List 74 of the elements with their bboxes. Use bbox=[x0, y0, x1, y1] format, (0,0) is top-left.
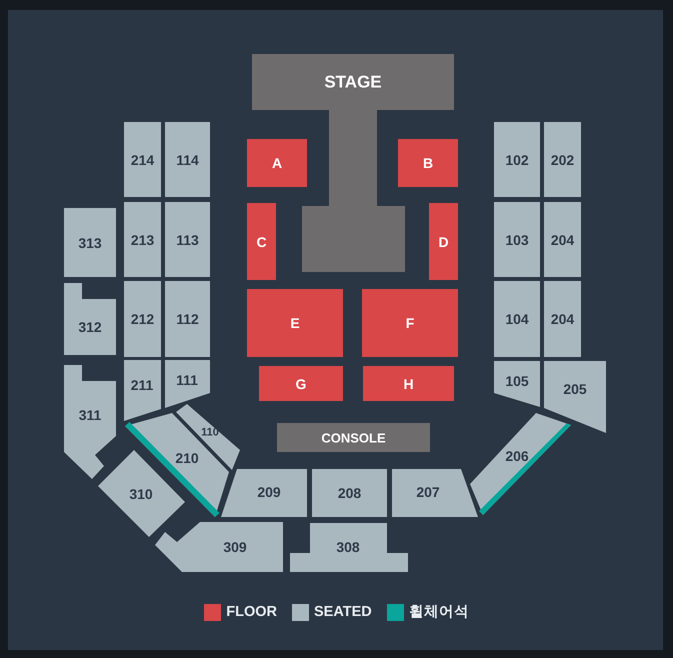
seating-section bbox=[312, 469, 387, 517]
section-label: 103 bbox=[505, 232, 529, 246]
seating-section bbox=[165, 122, 210, 197]
floor-section bbox=[247, 203, 276, 280]
section-label: 214 bbox=[130, 152, 154, 166]
seating-section bbox=[221, 469, 307, 517]
section-label: 208 bbox=[338, 486, 362, 500]
seating-section bbox=[64, 365, 116, 479]
seating-section bbox=[64, 283, 116, 355]
floor-section bbox=[247, 139, 307, 187]
seating-section bbox=[124, 281, 161, 357]
legend-label: SEATED bbox=[314, 605, 372, 620]
section-label: F bbox=[406, 316, 414, 330]
seating-section bbox=[494, 202, 540, 277]
seating-section bbox=[124, 122, 161, 197]
section-label: 312 bbox=[78, 320, 102, 334]
seating-section bbox=[544, 361, 606, 433]
section-label: H bbox=[403, 376, 414, 390]
section-label: 204 bbox=[550, 232, 574, 246]
section-label: 105 bbox=[505, 374, 529, 388]
section-label: 202 bbox=[550, 152, 574, 166]
section-label: 310 bbox=[129, 487, 153, 501]
section-label: A bbox=[272, 156, 282, 170]
seating-section bbox=[124, 202, 161, 277]
seating-section bbox=[155, 522, 283, 572]
floor-section bbox=[247, 289, 343, 357]
section-label: C bbox=[256, 234, 267, 248]
seating-section bbox=[124, 360, 161, 421]
section-label: 205 bbox=[563, 382, 587, 396]
seating-section bbox=[165, 360, 210, 408]
section-label: 213 bbox=[130, 232, 154, 246]
seating-section bbox=[494, 281, 540, 357]
seating-section bbox=[165, 281, 210, 357]
section-label: 313 bbox=[78, 236, 102, 250]
seating-section bbox=[544, 202, 581, 277]
section-label: 210 bbox=[175, 451, 199, 465]
seating-section bbox=[64, 208, 116, 277]
section-label: 308 bbox=[336, 540, 360, 554]
section-label: 309 bbox=[223, 540, 247, 554]
section-label: 209 bbox=[257, 485, 281, 499]
seating-section bbox=[176, 404, 240, 470]
floor-section bbox=[398, 139, 458, 187]
seating-section bbox=[165, 202, 210, 277]
section-label: 114 bbox=[176, 152, 199, 166]
section-label: 211 bbox=[130, 378, 154, 392]
seating-section bbox=[290, 523, 408, 572]
section-label: 212 bbox=[130, 312, 154, 326]
console-area bbox=[277, 423, 430, 452]
section-label: G bbox=[296, 376, 306, 390]
seating-section bbox=[494, 361, 540, 407]
seating-section bbox=[494, 122, 540, 197]
section-label: D bbox=[438, 234, 449, 248]
section-label: 111 bbox=[176, 373, 198, 387]
section-label: 311 bbox=[78, 408, 102, 422]
floor-section bbox=[259, 366, 343, 401]
seating-section bbox=[544, 122, 581, 197]
floor-section bbox=[362, 289, 458, 357]
section-label: 204 bbox=[550, 312, 574, 326]
legend-label: 휠체어석 bbox=[408, 605, 469, 620]
section-label: 113 bbox=[176, 232, 199, 246]
floor-section bbox=[429, 203, 458, 280]
section-label: E bbox=[290, 316, 300, 330]
stage-area bbox=[252, 54, 454, 272]
section-label: 104 bbox=[505, 312, 529, 326]
section-label: 102 bbox=[505, 152, 529, 166]
seating-section bbox=[544, 281, 581, 357]
section-label: 206 bbox=[505, 449, 529, 463]
console-label: CONSOLE bbox=[321, 431, 386, 444]
legend-label: FLOOR bbox=[226, 605, 277, 620]
stage-label: STAGE bbox=[324, 74, 382, 90]
section-label: B bbox=[422, 156, 434, 170]
floor-section bbox=[363, 366, 454, 401]
section-label: 207 bbox=[416, 485, 440, 499]
section-label: 112 bbox=[176, 312, 199, 326]
